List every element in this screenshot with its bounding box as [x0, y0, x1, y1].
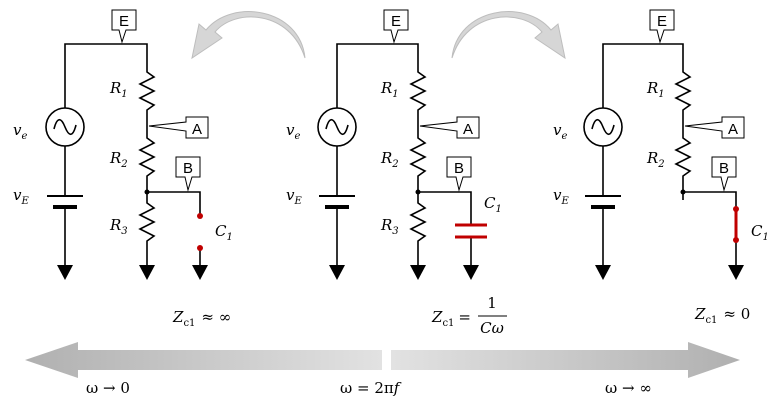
- open-switch-top-left: [197, 213, 203, 219]
- label-vE: vE: [286, 186, 302, 207]
- open-switch-bottom-left: [197, 245, 203, 251]
- freq-label-low: ω → 0: [86, 379, 130, 397]
- svg-text:B: B: [719, 160, 729, 177]
- svg-text:1: 1: [487, 294, 497, 312]
- svg-text:Cω: Cω: [480, 319, 504, 337]
- svg-text:B: B: [454, 160, 464, 177]
- ground-icon: [139, 265, 155, 280]
- curved-arrow-left-icon: [191, 11, 306, 60]
- svg-text:A: A: [192, 121, 202, 138]
- label-ve: ve: [13, 121, 27, 142]
- ground-icon: [57, 265, 73, 280]
- svg-text:Zc1=: Zc1=: [431, 308, 471, 329]
- label-r1: R1: [380, 79, 399, 100]
- frequency-arrow-right-icon: [391, 342, 740, 378]
- freq-label-nominal: ω = 2πf: [340, 379, 402, 397]
- capacitor-icon: [455, 223, 487, 239]
- svg-text:A: A: [728, 121, 738, 138]
- label-r2: R2: [109, 149, 128, 170]
- svg-text:B: B: [183, 160, 193, 177]
- svg-text:A: A: [463, 121, 473, 138]
- impedance-high: Zc1≈ 0: [694, 305, 750, 326]
- frequency-arrow-left-icon: [25, 342, 382, 378]
- node-b-junction-right: [680, 189, 686, 195]
- curved-arrow-right-icon: [451, 11, 566, 60]
- short-circuit-icon: [733, 206, 739, 243]
- ground-icon: [595, 265, 611, 280]
- label-r1: R1: [646, 79, 665, 100]
- label-r2: R2: [646, 149, 665, 170]
- circuit-low-frequency: [45, 43, 201, 265]
- callout-a-right: A: [684, 116, 745, 139]
- svg-text:E: E: [119, 13, 129, 30]
- circuit-nominal-frequency: [317, 43, 472, 265]
- label-c1: C1: [751, 222, 769, 243]
- ground-icon: [192, 265, 208, 280]
- callout-e-right: E: [649, 9, 675, 44]
- label-ve: ve: [553, 121, 567, 142]
- label-r3: R3: [380, 216, 399, 237]
- impedance-low: Zc1≈ ∞: [172, 308, 231, 329]
- circuit-high-frequency: [583, 43, 737, 265]
- svg-text:E: E: [657, 13, 667, 30]
- ground-icon: [728, 265, 744, 280]
- label-vE: vE: [553, 186, 569, 207]
- svg-text:Zc1≈ 0: Zc1≈ 0: [694, 305, 750, 326]
- ground-icon: [410, 265, 426, 280]
- callout-b-left: B: [175, 156, 201, 192]
- label-vE: vE: [13, 186, 29, 207]
- callout-e-left: E: [111, 9, 137, 44]
- ground-icon: [463, 265, 479, 280]
- callout-a-center: A: [419, 116, 480, 139]
- svg-text:E: E: [391, 13, 401, 30]
- callout-b-center: B: [446, 156, 472, 192]
- label-ve: ve: [286, 121, 300, 142]
- label-c1: C1: [215, 222, 233, 243]
- label-r3: R3: [109, 216, 128, 237]
- ground-icon: [329, 265, 345, 280]
- label-r1: R1: [109, 79, 128, 100]
- label-r2: R2: [380, 149, 399, 170]
- impedance-nominal: Zc1= 1 Cω: [431, 294, 507, 337]
- label-c1: C1: [484, 194, 502, 215]
- node-b-junction-left: [144, 189, 150, 195]
- freq-label-high: ω → ∞: [605, 379, 652, 397]
- callout-a-left: A: [148, 116, 209, 139]
- svg-text:Zc1≈ ∞: Zc1≈ ∞: [172, 308, 231, 329]
- node-b-junction-center: [415, 189, 421, 195]
- callout-b-right: B: [711, 156, 737, 192]
- callout-e-center: E: [383, 9, 409, 44]
